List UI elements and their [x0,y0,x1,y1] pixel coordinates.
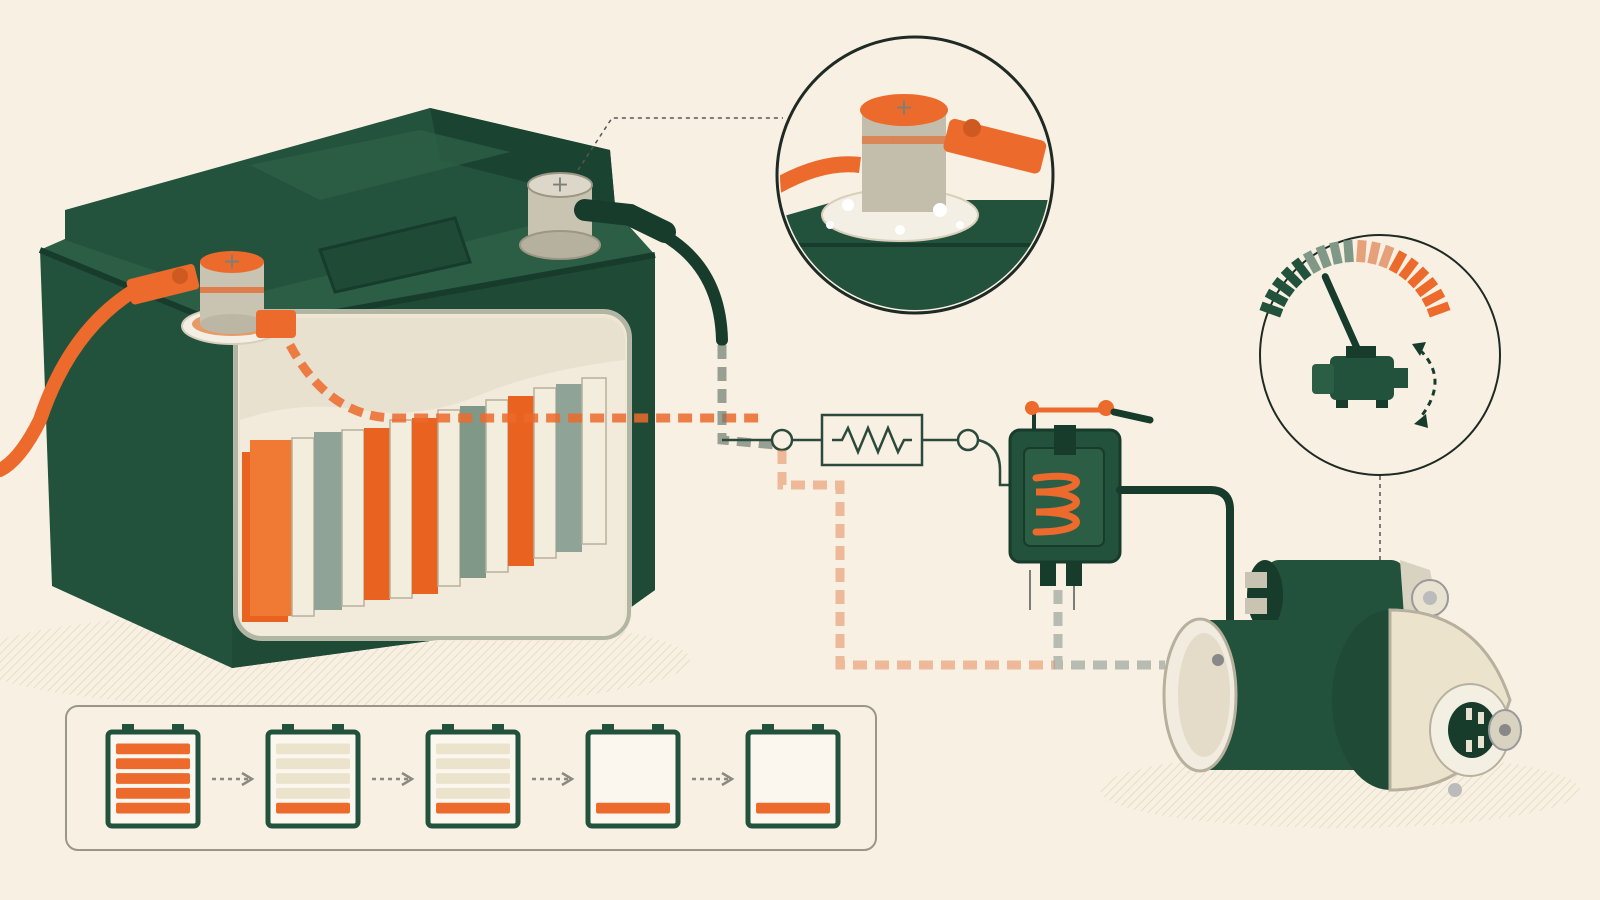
battery-terminal [332,724,344,734]
arrow-head [561,771,575,787]
charge-bar-empty [436,773,510,784]
gauge-tick [1264,288,1289,308]
rotate-arrow-head [1412,342,1426,356]
charge-bar-filled [116,802,190,814]
starter-solenoid-icon [1008,400,1154,610]
charge-bar-empty [436,787,510,799]
battery-terminal [812,724,824,734]
battery-terminal [282,724,294,734]
charge-bar-filled [276,802,350,814]
charge-bar-filled [596,802,670,814]
charge-battery-full [105,724,201,829]
return-path-grey [1053,590,1165,670]
zoom-leader-line [577,117,783,171]
gauge-tick [1421,288,1446,308]
gauge-scale [1259,239,1451,318]
zoom-terminal-symbol: + [895,96,913,121]
battery-terminal [762,724,774,734]
arrow-head [401,771,415,787]
gauge-tick [1315,244,1332,269]
battery-terminal [122,724,134,734]
charge-bar-empty [276,743,350,755]
gauge-tick [1259,301,1284,318]
charge-battery-low [585,724,681,829]
arrow-head [721,771,735,787]
charge-battery-high [265,724,361,829]
return-path-orange [777,450,1055,670]
gauge-tick [1280,266,1303,289]
car-battery-icon [38,108,760,668]
gauge-tick [1343,239,1354,263]
gauge-tick [1398,257,1419,281]
battery-terminal [172,724,184,734]
charge-bar-empty [276,758,350,770]
positive-cable [0,283,142,477]
gauge-needle [1321,273,1361,352]
gauge-tick [1356,239,1367,263]
rpm-gauge-icon [1259,234,1501,476]
battery-terminal [652,724,664,734]
charge-sequence [105,724,841,829]
rotate-arrow-icon [1418,348,1437,419]
starter-motor-icon [1312,346,1408,408]
charge-battery-empty [745,724,841,829]
charge-bar-filled [436,802,510,814]
motor-feed-cable [1116,486,1234,624]
charge-bar-empty [436,758,510,770]
battery-outline [585,729,681,829]
gauge-tick [1367,241,1381,265]
corroded-terminal-magnifier-icon: + [775,35,1055,315]
charge-bar-filled [116,758,190,770]
starter-motor-large [1162,560,1522,797]
rotate-arrow-tail [1414,414,1428,428]
charge-bar-empty [276,787,350,799]
charge-bar-filled [756,802,830,814]
resistor-symbol-icon [722,413,1012,487]
charge-bar-empty [436,743,510,755]
negative-terminal: + [519,172,676,260]
negative-cable [644,222,728,346]
positive-terminal: + [126,250,296,345]
gauge-tick [1291,257,1312,281]
gauge-tick [1426,301,1451,318]
gauge-tick [1415,276,1439,298]
gauge-tick [1378,244,1395,269]
gauge-tick [1329,241,1343,265]
arrow-head [241,771,255,787]
gauge-tick [1388,250,1408,274]
positive-terminal-symbol: + [223,250,241,275]
charge-bar-filled [116,773,190,784]
negative-terminal-symbol: + [551,173,569,198]
battery-cells [240,318,625,636]
charge-battery-medium [425,724,521,829]
gauge-tick [1407,266,1430,289]
battery-terminal [602,724,614,734]
battery-outline [745,729,841,829]
gauge-tick [1302,250,1322,274]
gauge-tick [1271,276,1295,298]
charge-bar-filled [116,787,190,799]
battery-terminal [442,724,454,734]
negative-dashed-lead [717,345,776,450]
charge-bar-empty [276,773,350,784]
charge-bar-filled [116,743,190,755]
battery-terminal [492,724,504,734]
